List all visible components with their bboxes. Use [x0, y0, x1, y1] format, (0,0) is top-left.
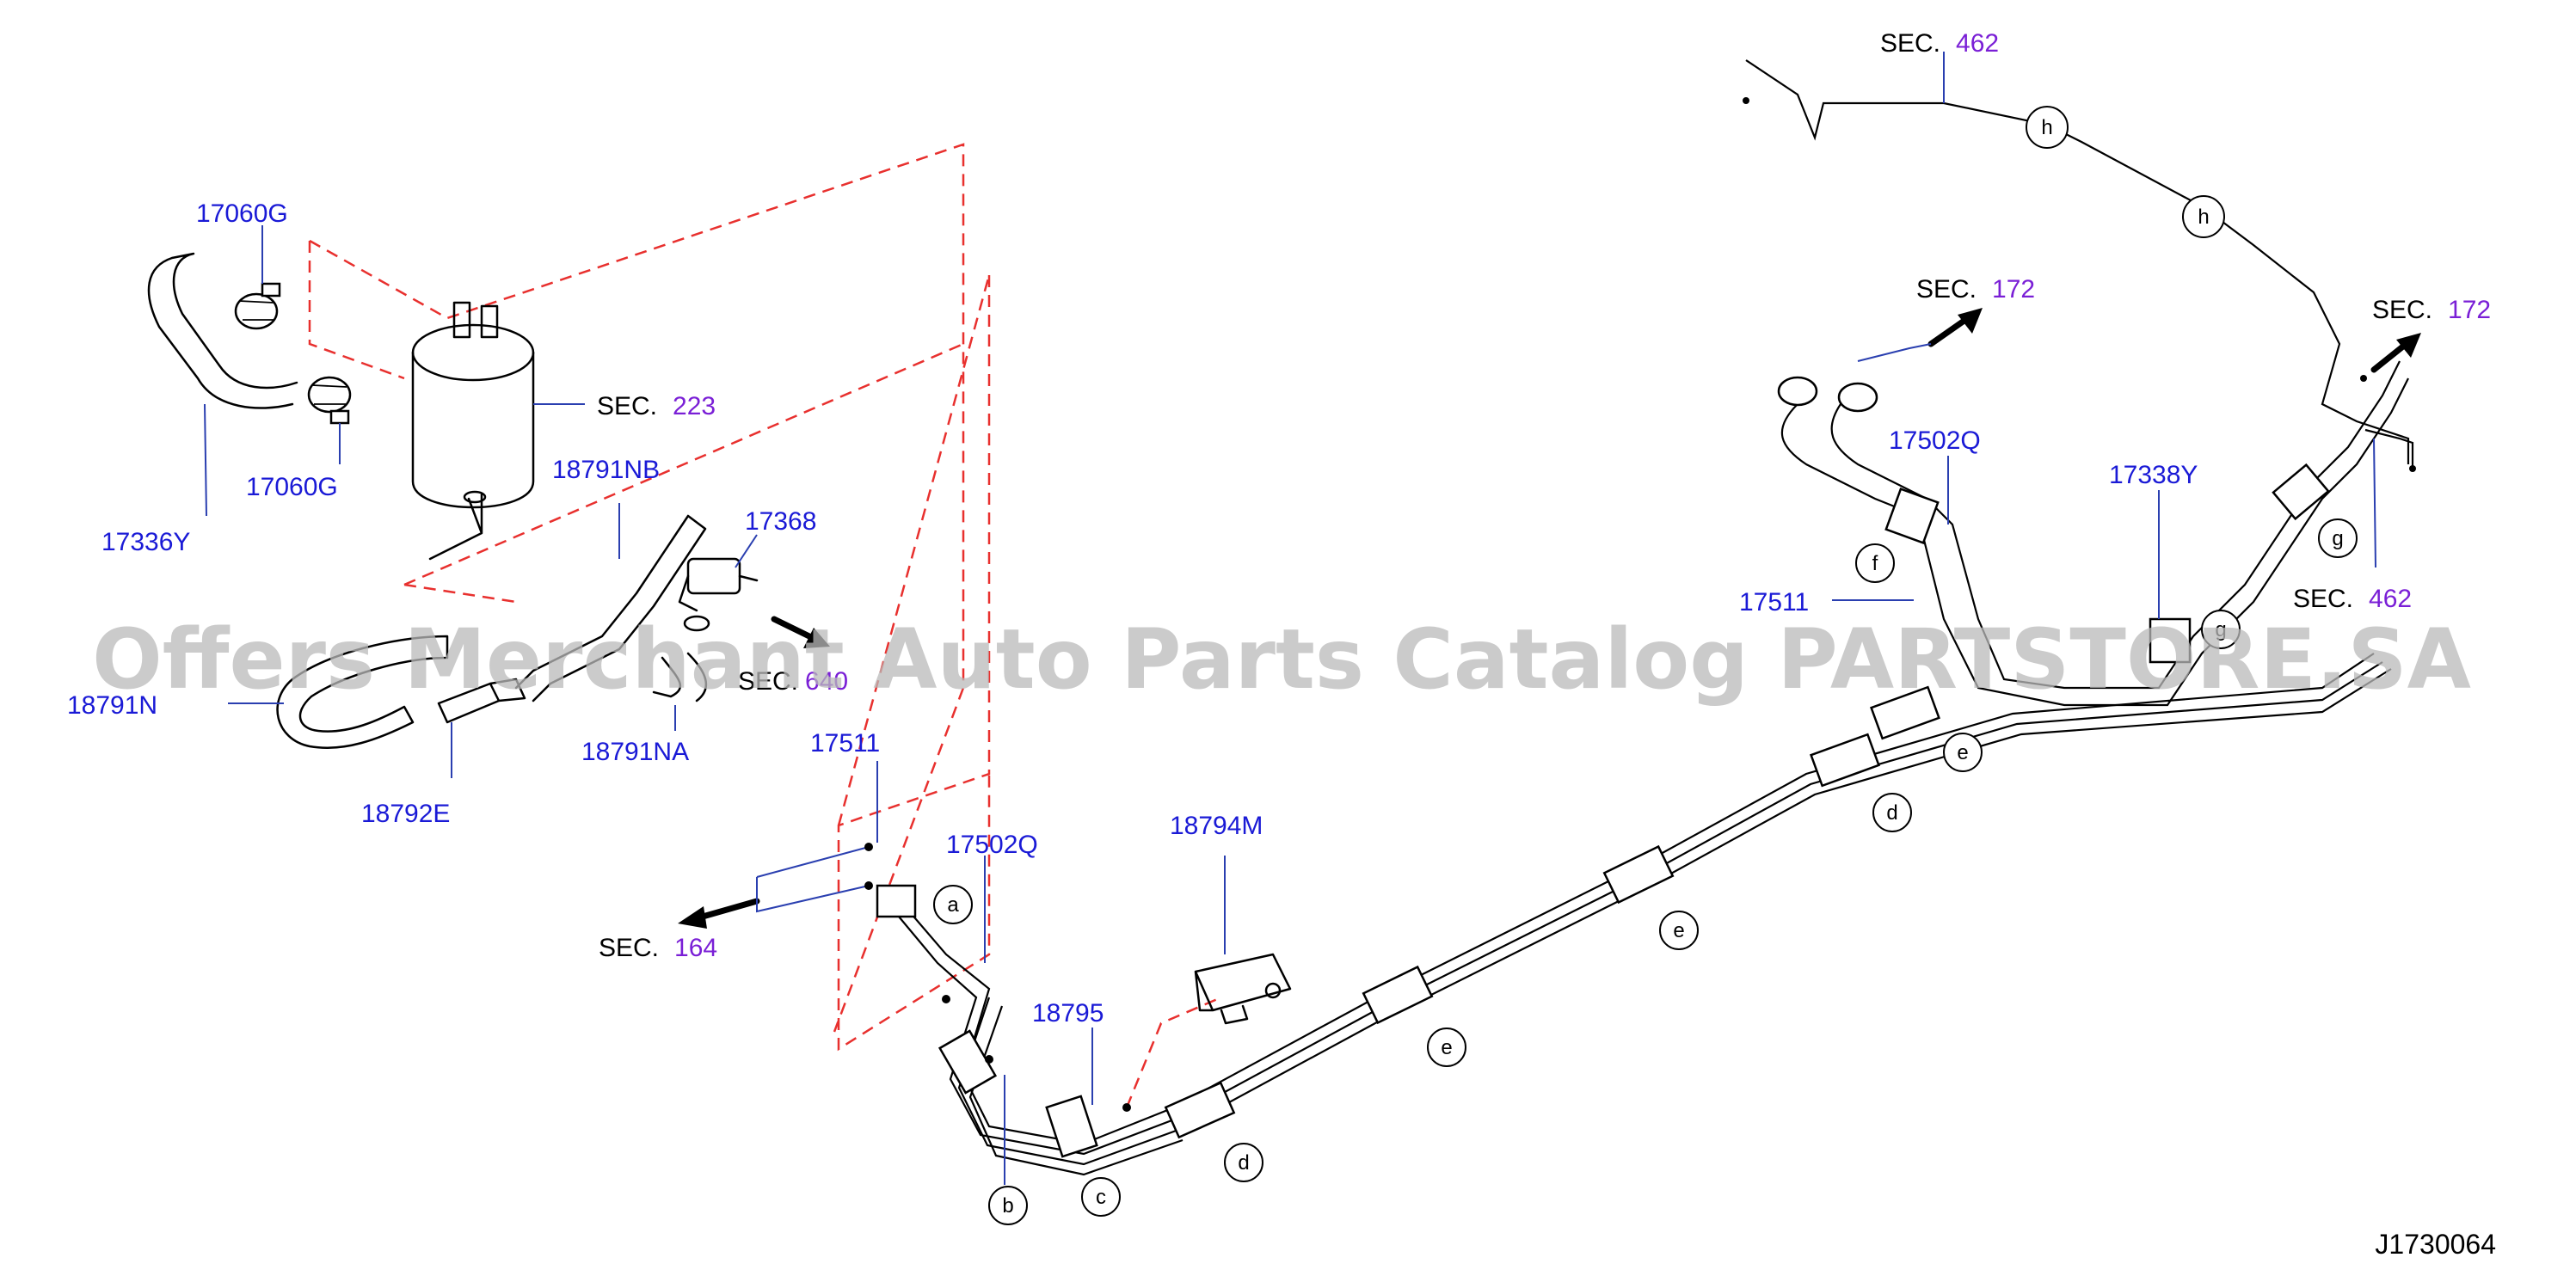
- fuel-line-sec462-right: [2364, 428, 2414, 469]
- label-17060g-top: 17060G: [196, 199, 288, 228]
- ref-circle-c: c: [1081, 1177, 1121, 1217]
- valve-17368: [678, 557, 759, 632]
- label-17502q-right: 17502Q: [1889, 426, 1981, 455]
- clip-c: [1045, 1095, 1098, 1158]
- hose-end-1: [1777, 376, 1818, 407]
- label-18791nb: 18791NB: [552, 456, 660, 484]
- section-ref-164: SEC.164: [599, 934, 717, 962]
- arrow-sec172-b: [2370, 342, 2407, 373]
- svg-text:g: g: [2332, 527, 2343, 550]
- clip-b: [938, 1029, 998, 1095]
- svg-text:f: f: [1872, 552, 1878, 575]
- svg-text:h: h: [2198, 206, 2209, 229]
- ref-circle-d2: d: [1872, 793, 1912, 832]
- label-17338y: 17338Y: [2109, 461, 2198, 489]
- pipe-bundle-right: [1780, 360, 2409, 707]
- section-ref-462-top: SEC.462: [1880, 29, 1999, 58]
- leader-17336y: [204, 403, 207, 517]
- diagram-code: J1730064: [2375, 1229, 2496, 1260]
- clip-f: [1884, 488, 1940, 544]
- section-ref-172-a: SEC.172: [1916, 275, 2035, 304]
- svg-text:d: d: [1886, 801, 1897, 825]
- arrow-sec172-a-head: [1958, 308, 1983, 334]
- ref-circle-e1: e: [1427, 1028, 1466, 1067]
- ref-circle-e2: e: [1659, 911, 1699, 950]
- ref-circle-g: g: [2318, 518, 2358, 558]
- svg-text:b: b: [1002, 1194, 1013, 1218]
- connector-18792e: [437, 678, 526, 724]
- label-17502q-left: 17502Q: [946, 831, 1038, 859]
- connector-dots: [864, 97, 2416, 1112]
- clip-e3: [1870, 685, 1940, 740]
- svg-text:c: c: [1096, 1186, 1106, 1209]
- svg-text:e: e: [1441, 1036, 1452, 1059]
- svg-text:e: e: [1673, 919, 1684, 942]
- section-ref-223: SEC.223: [597, 392, 716, 420]
- hose-18791na: [652, 652, 707, 702]
- section-ref-462-right: SEC.462: [2293, 585, 2412, 613]
- clip-e1: [1362, 965, 1434, 1025]
- ref-circle-h1: h: [2026, 106, 2069, 149]
- leader-sec164: [756, 846, 870, 913]
- label-18791n: 18791N: [67, 691, 157, 720]
- ref-circle-g2: g: [2201, 610, 2241, 649]
- label-17060g-bottom: 17060G: [246, 473, 338, 501]
- sensor-18794m: [1194, 953, 1292, 1025]
- svg-text:e: e: [1957, 741, 1968, 764]
- arrow-sec172-b-head: [2396, 333, 2421, 358]
- clip-a: [876, 884, 917, 918]
- leader-sec462-right: [2373, 438, 2376, 568]
- clip-d2: [1810, 733, 1880, 788]
- svg-text:g: g: [2215, 618, 2226, 641]
- arrow-sec640-head: [803, 628, 830, 648]
- label-17336y: 17336Y: [101, 528, 190, 556]
- label-17511-right: 17511: [1739, 588, 1809, 617]
- ref-circle-f: f: [1855, 543, 1895, 583]
- arrow-sec164-head: [678, 906, 707, 929]
- clamp-17060g-top: [234, 282, 281, 330]
- ref-circle-d1: d: [1224, 1143, 1263, 1182]
- section-ref-172-b: SEC.172: [2372, 296, 2491, 324]
- dashed-connector-18794m: [1125, 996, 1222, 1108]
- label-18795: 18795: [1032, 999, 1104, 1028]
- svg-text:a: a: [947, 893, 959, 917]
- leader-17368: [735, 534, 758, 568]
- dashed-outline-canister-2: [308, 241, 405, 380]
- hose-17336y: [147, 252, 298, 409]
- pipe-bundle-left: [894, 653, 2392, 1176]
- arrow-sec640: [771, 616, 816, 641]
- ref-circle-b: b: [988, 1186, 1028, 1225]
- section-ref-640: SEC.640: [738, 667, 848, 696]
- label-18792e: 18792E: [361, 800, 450, 828]
- clip-g2: [2149, 617, 2192, 664]
- label-17368: 17368: [745, 507, 816, 536]
- hose-18791nb: [514, 514, 707, 702]
- ref-circle-h2: h: [2182, 195, 2225, 238]
- ref-circle-e3: e: [1943, 733, 1983, 772]
- svg-text:h: h: [2041, 116, 2052, 139]
- arrow-sec164: [693, 898, 760, 922]
- hose-18791n: [276, 635, 449, 749]
- clip-e2: [1602, 844, 1675, 905]
- ref-circle-a: a: [933, 885, 973, 924]
- label-18794m: 18794M: [1170, 812, 1263, 840]
- label-18791na: 18791NA: [581, 738, 689, 766]
- evap-canister: [411, 301, 535, 561]
- arrow-sec172-a: [1927, 316, 1969, 347]
- hose-end-2: [1837, 382, 1878, 413]
- clamp-17060g-bottom: [307, 376, 352, 425]
- label-17511-left: 17511: [810, 729, 880, 758]
- leader-sec172-a: [1857, 343, 1932, 362]
- clip-d1: [1164, 1081, 1236, 1139]
- watermark: Offers Merchant Auto Parts Catalog PARTS…: [92, 611, 2471, 708]
- clip-g: [2272, 463, 2330, 521]
- dashed-outline-lower: [837, 274, 991, 1052]
- dashed-outline-canister: [309, 143, 965, 1033]
- svg-text:d: d: [1238, 1151, 1249, 1175]
